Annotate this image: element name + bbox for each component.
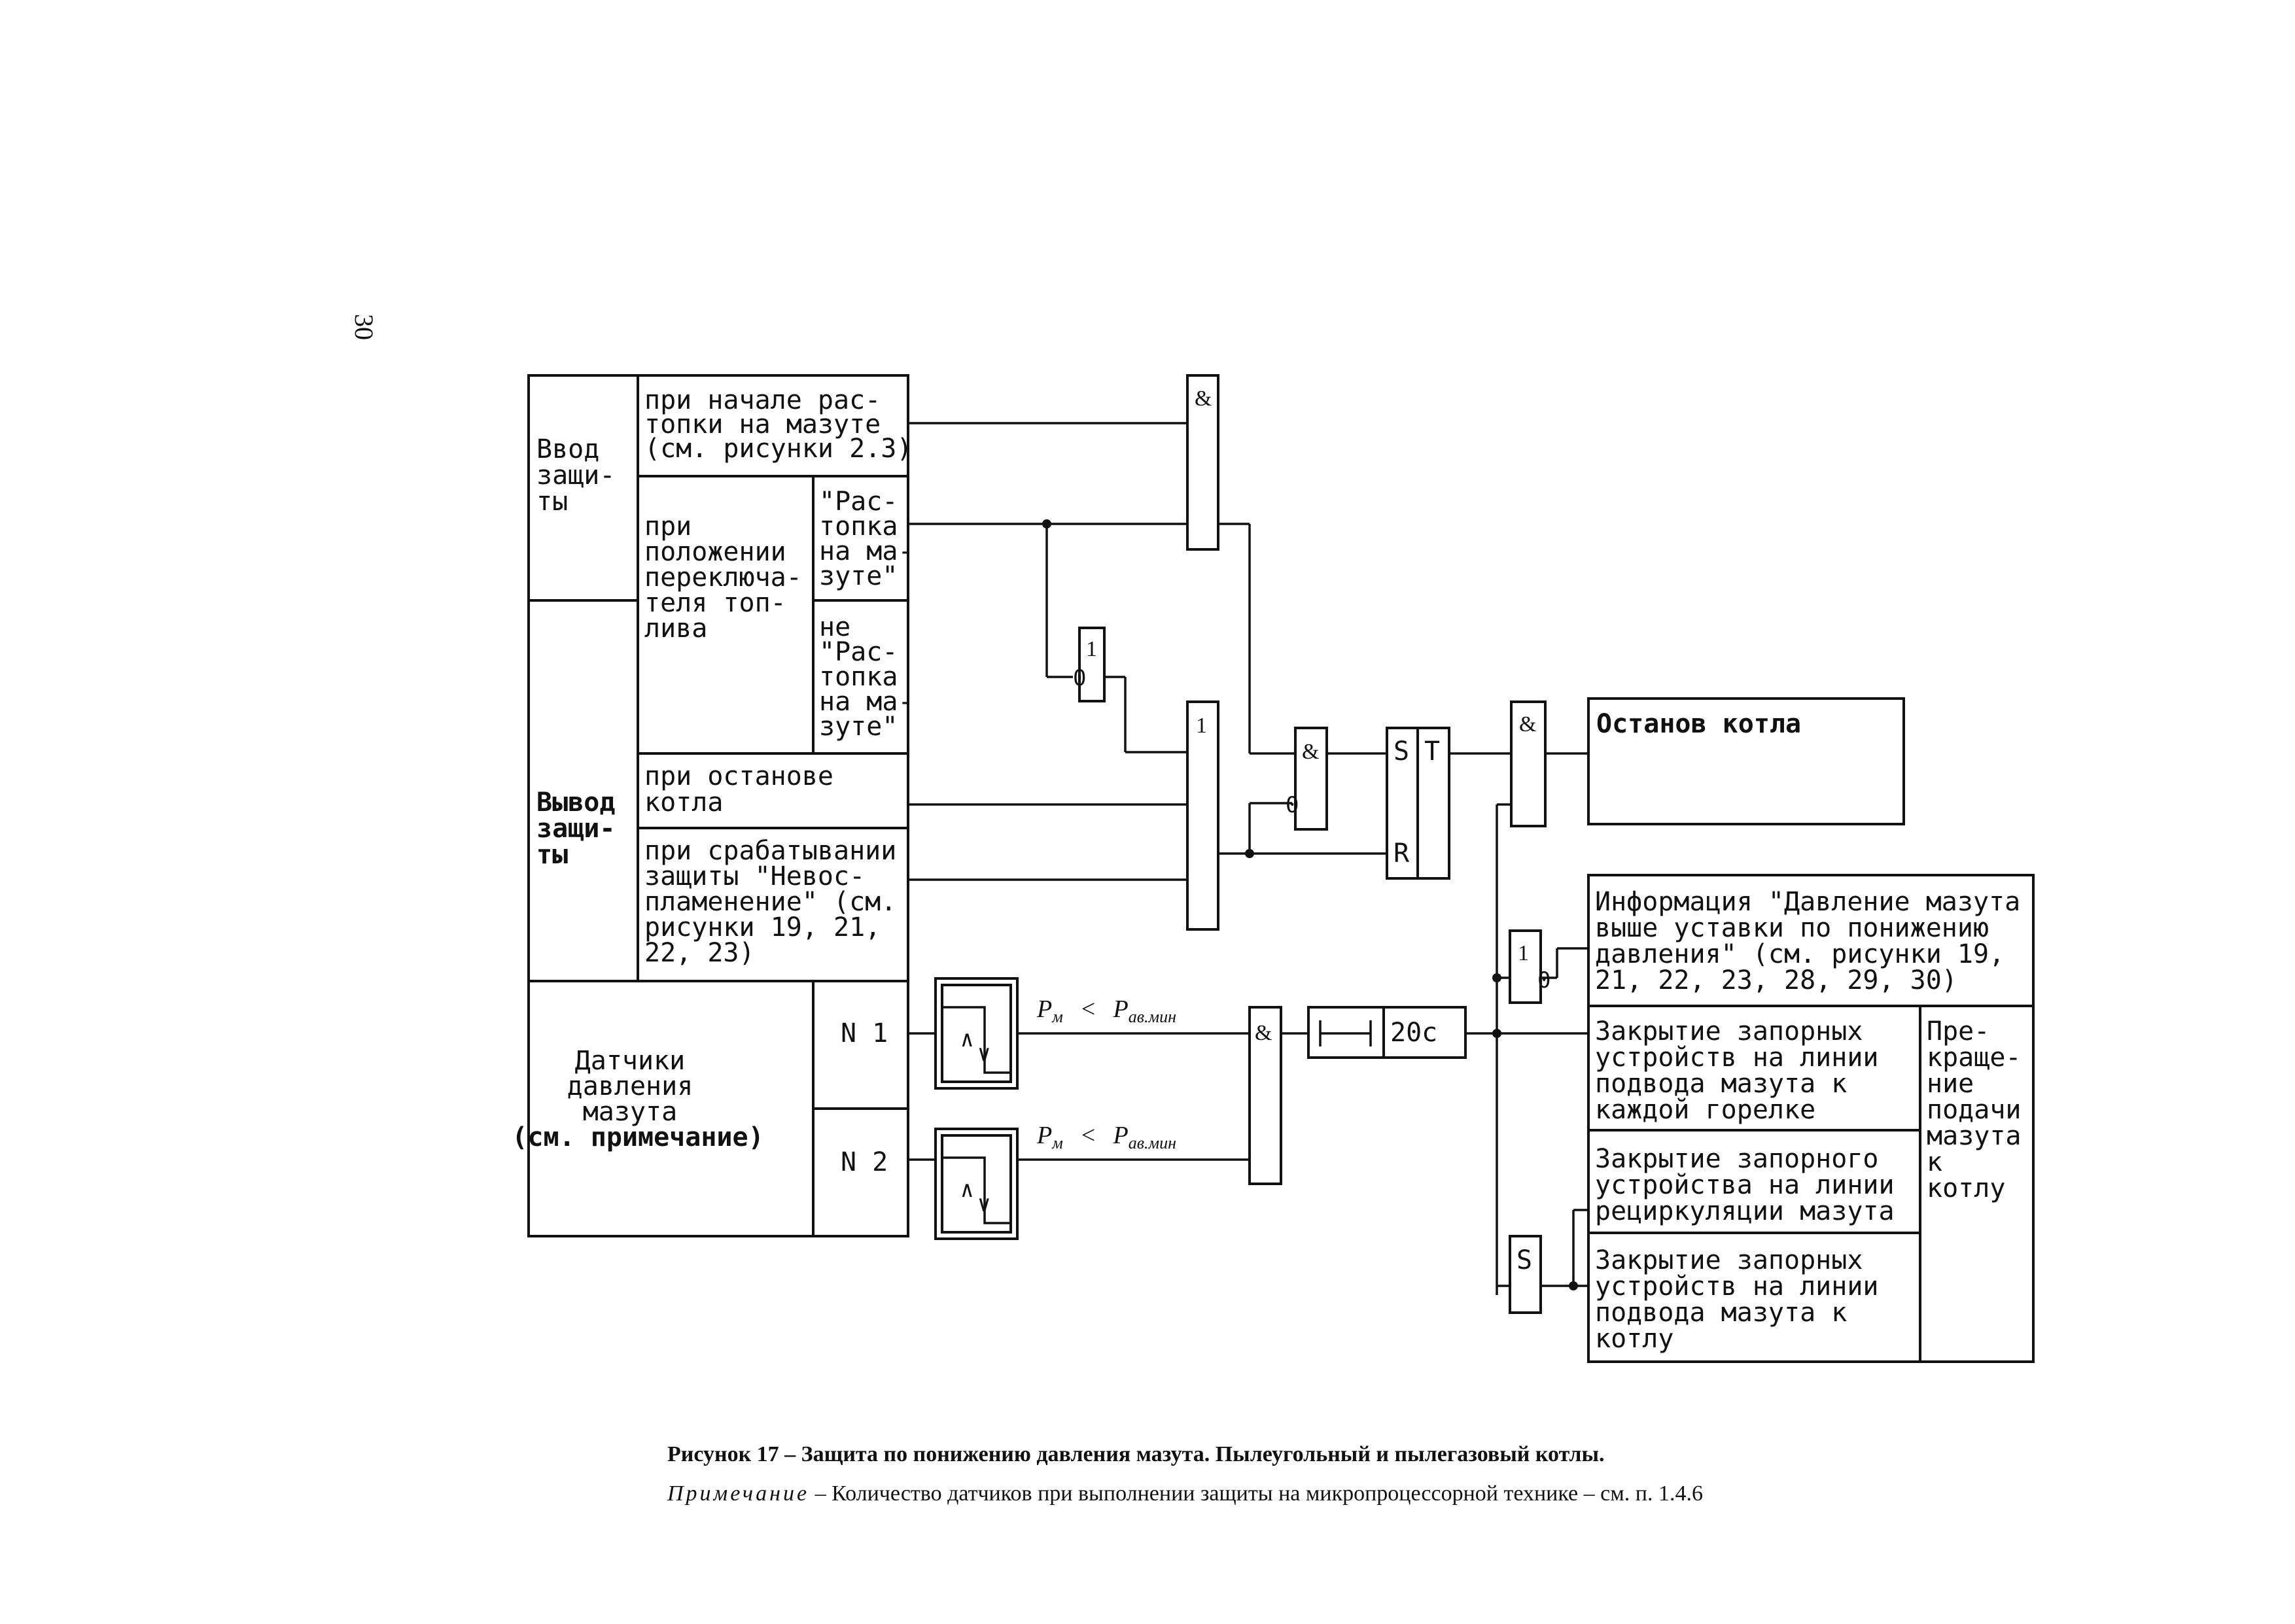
- junction-dots: [1042, 519, 1578, 1290]
- start-mazut-label: при начале рас- топки на мазуте (см. рис…: [644, 385, 912, 464]
- svg-text:∨: ∨: [977, 1041, 990, 1067]
- vyvod-label: Вывод защи- ты: [536, 787, 631, 870]
- svg-text:0: 0: [1537, 967, 1550, 993]
- sr-trigger: S T R: [1386, 727, 1450, 880]
- flame-out-label: при срабатывании защиты "Невос- пламенен…: [644, 836, 912, 968]
- delay-timer: 20с: [1307, 1006, 1467, 1059]
- comparator-n1: ∧ ∨: [934, 977, 1019, 1090]
- note-title: Примечание: [667, 1481, 810, 1506]
- svg-text:1: 1: [1196, 714, 1207, 738]
- switch-position-label: при положении переключа- теля топ- лива: [644, 511, 818, 644]
- and-gate-latch: & 0: [1286, 727, 1328, 831]
- svg-text:Останов котла: Останов котла: [1596, 709, 1801, 739]
- and-gate-sensors: &: [1248, 1006, 1282, 1185]
- svg-text:0: 0: [1286, 792, 1299, 818]
- svg-text:&: &: [1255, 1021, 1272, 1045]
- s-gate-boiler: S: [1509, 1235, 1542, 1314]
- svg-text:R: R: [1393, 838, 1410, 869]
- figure-note: Примечание – Количество датчиков при вып…: [667, 1479, 1845, 1508]
- svg-text:T: T: [1424, 736, 1440, 767]
- svg-text:∧: ∧: [960, 1177, 973, 1203]
- rastopka-on-label: "Рас- топка на ма- зуте": [819, 487, 930, 591]
- note-text: – Количество датчиков при выполнении защ…: [815, 1481, 1703, 1506]
- not-gate-fuel: 1 0: [1073, 627, 1106, 702]
- or-gate-stop: 1: [1186, 700, 1219, 931]
- stop-supply-label: Пре- краще- ние подачи мазута к котлу: [1927, 1016, 2037, 1203]
- rastopka-not-label: не "Рас- топка на ма- зуте": [819, 612, 930, 742]
- and-gate-output: &: [1510, 700, 1547, 827]
- close-boiler-label: Закрытие запорных устройств на линии под…: [1595, 1245, 1895, 1354]
- svg-text:S: S: [1393, 736, 1409, 767]
- svg-text:Информация "Давление мазута: Информация "Давление мазута выше уставки…: [1595, 887, 2036, 995]
- info-output: Информация "Давление мазута выше уставки…: [1587, 874, 2036, 1007]
- stop-boiler-output: Останов котла: [1587, 697, 1905, 825]
- svg-text:1: 1: [1518, 941, 1529, 965]
- svg-text:0: 0: [1073, 665, 1086, 691]
- stop-boiler-label: при останове котла: [644, 761, 849, 818]
- and-gate-start: &: [1186, 374, 1219, 551]
- svg-text:&: &: [1519, 712, 1536, 736]
- close-recirc-label: Закрытие запорного устройства на линии р…: [1595, 1144, 1910, 1226]
- svg-text:S: S: [1516, 1245, 1532, 1275]
- vvod-label: Ввод защи- ты: [536, 434, 631, 517]
- svg-text:∧: ∧: [960, 1026, 973, 1052]
- condition-n2: Pм < Pав.мин: [1036, 1122, 1176, 1154]
- sensor-n2-label: N 2: [841, 1147, 888, 1177]
- svg-text:1: 1: [1086, 637, 1097, 661]
- svg-text:&: &: [1302, 740, 1319, 764]
- close-each-burner-label: Закрытие запорных устройств на линии под…: [1595, 1016, 1895, 1125]
- left-panel: [527, 374, 909, 1237]
- comparator-n2: ∧ ∨: [934, 1128, 1019, 1240]
- svg-text:20с: 20с: [1390, 1018, 1437, 1048]
- condition-n1: Pм < Pав.мин: [1036, 995, 1176, 1028]
- svg-text:∨: ∨: [977, 1191, 990, 1217]
- figure-caption: Рисунок 17 – Защита по понижению давлени…: [667, 1442, 1605, 1466]
- sensors-label: Датчики давления мазута (см. примечание): [512, 1046, 763, 1152]
- not-gate-info: 1 0: [1509, 929, 1550, 1004]
- sensor-n1-label: N 1: [841, 1018, 888, 1048]
- close-devices-block: [1587, 1005, 2035, 1363]
- svg-text:&: &: [1195, 387, 1212, 411]
